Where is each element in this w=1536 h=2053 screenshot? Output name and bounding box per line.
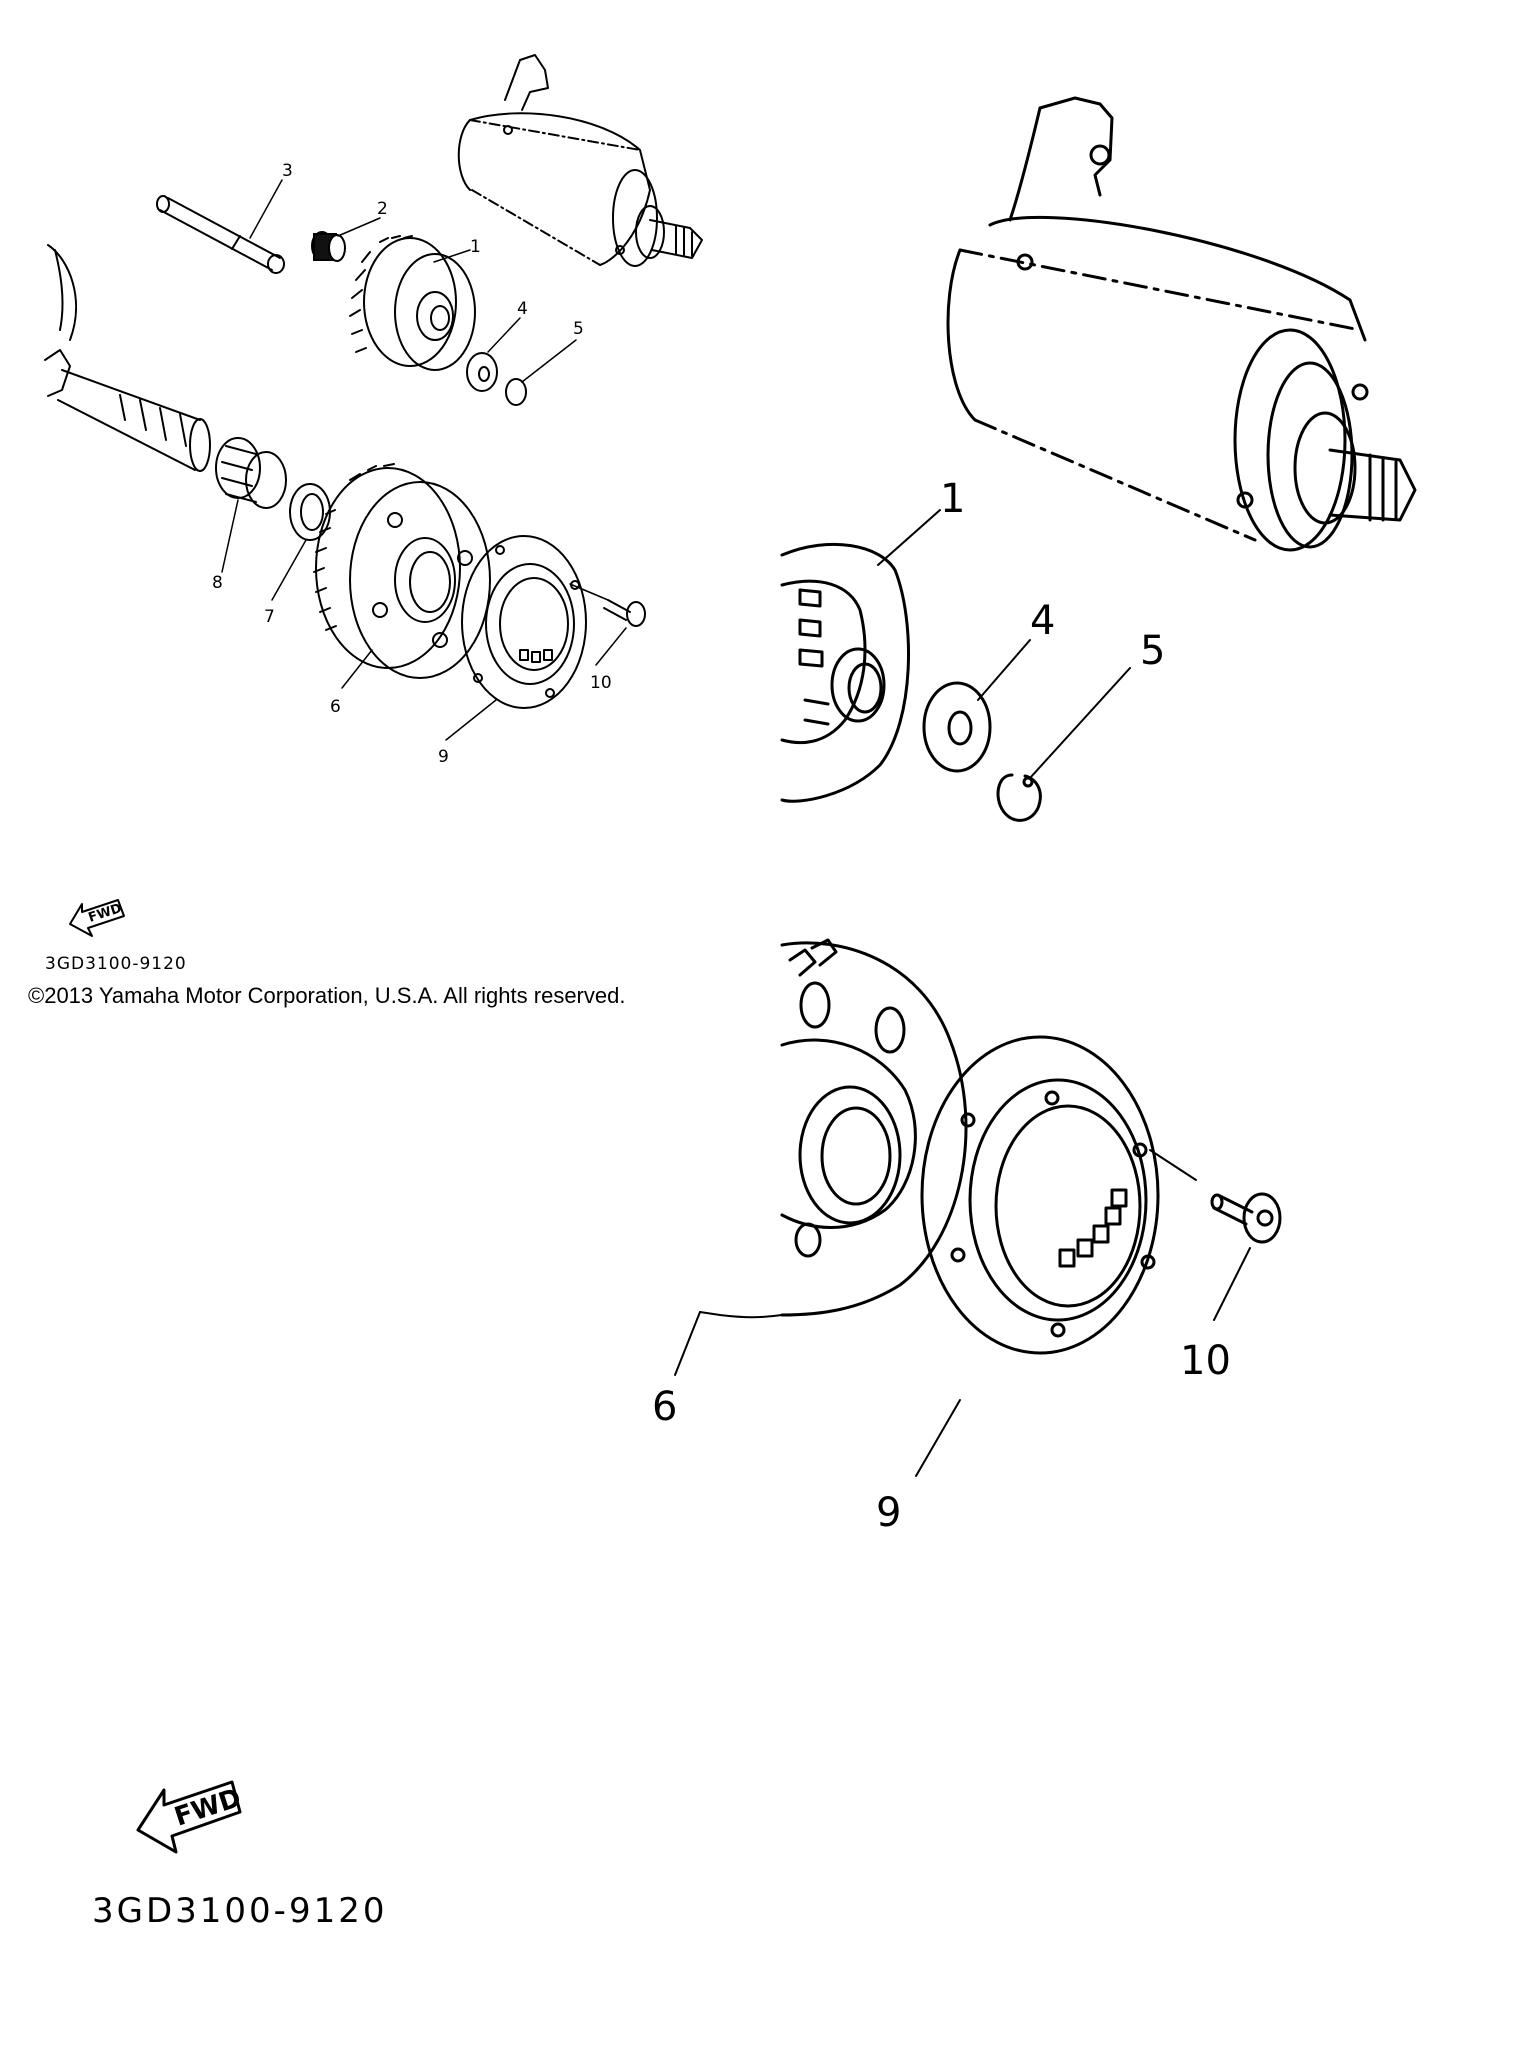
copyright-notice: ©2013 Yamaha Motor Corporation, U.S.A. A…: [28, 983, 626, 1008]
part-code-small: 3GD3100-9120: [45, 954, 187, 974]
bearing-part-2: [311, 231, 346, 262]
clutch-detail: [780, 938, 1282, 1355]
callout-4: 4: [517, 299, 528, 319]
overview-callouts: 3 2 1 4 5 8 7 6 9 10: [212, 161, 612, 767]
bolt-part-10: [603, 599, 646, 627]
callout-10: 10: [590, 673, 612, 693]
callout-9: 9: [438, 747, 449, 767]
detail-callout-6: 6: [652, 1384, 677, 1430]
detail-callout-9: 9: [876, 1490, 901, 1536]
callout-8: 8: [212, 573, 223, 593]
starter-motor-detail: [946, 96, 1417, 552]
idler-gear-part-1: [349, 235, 476, 371]
washer-part-4: [466, 352, 498, 392]
shaft-part-3: [156, 195, 285, 274]
callout-2: 2: [377, 199, 388, 219]
callout-6: 6: [330, 697, 341, 717]
callout-5: 5: [573, 319, 584, 339]
callout-7: 7: [264, 607, 275, 627]
detail-callout-1: 1: [940, 476, 965, 522]
starter-motor-small: [457, 54, 703, 267]
part-code-large: 3GD3100-9120: [92, 1891, 387, 1931]
detail-callout-10: 10: [1180, 1338, 1231, 1384]
callout-3: 3: [282, 161, 293, 181]
circlip-detail-5: [996, 773, 1042, 822]
detail-callouts: 1 4 5 6 9 10: [652, 476, 1231, 1536]
circlip-part-5: [505, 378, 527, 406]
clutch-part-9: [461, 535, 587, 709]
washer-detail-4: [922, 681, 992, 773]
detail-leader-lines: [674, 509, 1251, 1477]
fwd-arrow-icon: FWD: [69, 899, 125, 937]
overview-exploded-view: 3 2 1 4 5 8 7 6 9 10 FWD 3GD3100-9120: [44, 54, 703, 974]
bearing-part-8: [215, 437, 287, 509]
idler-gear-detail: [780, 542, 1042, 822]
fwd-arrow-large-icon: FWD: [136, 1780, 245, 1854]
detail-callout-5: 5: [1140, 628, 1165, 674]
detail-callout-4: 4: [1030, 598, 1055, 644]
wheel-gear-part-6: [313, 463, 491, 679]
crankshaft: [44, 244, 211, 472]
callout-1: 1: [470, 237, 481, 257]
overview-leader-lines: [221, 179, 627, 741]
